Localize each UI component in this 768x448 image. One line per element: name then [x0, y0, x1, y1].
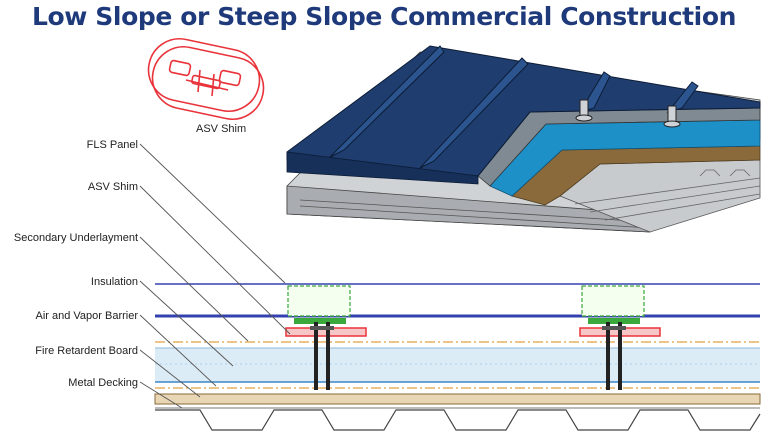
label-metal-decking: Metal Decking	[68, 377, 138, 389]
roof-cutaway-3d	[286, 45, 761, 233]
label-insulation: Insulation	[91, 276, 138, 288]
label-fls-panel: FLS Panel	[87, 139, 138, 151]
layer-section	[154, 283, 761, 431]
label-asv-shim: ASV Shim	[88, 181, 138, 193]
anchor-assembly	[579, 285, 661, 390]
label-fire-retardent-board: Fire Retardent Board	[35, 345, 138, 357]
panel-clip-icon	[575, 99, 681, 128]
asv-shim-caption: ASV Shim	[196, 123, 246, 135]
leader-lines	[139, 143, 291, 409]
label-secondary-underlayment: Secondary Underlayment	[14, 232, 138, 244]
asv-shim-icon	[147, 38, 265, 120]
label-air-vapor-barrier: Air and Vapor Barrier	[35, 310, 138, 322]
anchor-assembly	[285, 285, 367, 390]
page-title: Low Slope or Steep Slope Commercial Cons…	[31, 2, 737, 31]
